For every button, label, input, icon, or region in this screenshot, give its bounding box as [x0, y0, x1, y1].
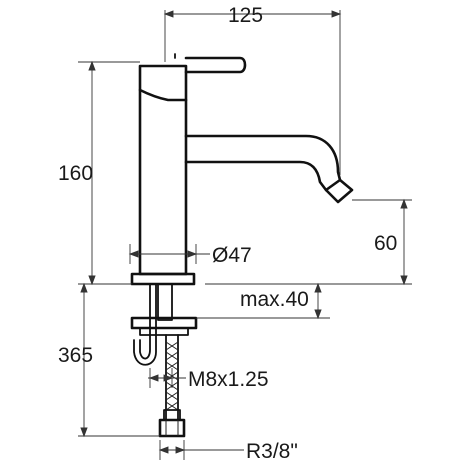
hose-nut	[158, 418, 186, 438]
left-hose	[133, 283, 157, 366]
base-collar	[130, 272, 196, 286]
label-hose-length: 365	[58, 344, 93, 367]
label-hose-connection: R3/8"	[246, 440, 298, 463]
spout-outlet	[324, 178, 354, 204]
lever-handle	[184, 56, 247, 74]
label-stud-thread: M8x1.25	[188, 368, 269, 391]
label-spout-reach: 125	[228, 4, 263, 27]
label-base-diameter: Ø47	[212, 244, 252, 267]
label-spout-outlet-height: 60	[374, 232, 397, 255]
label-max-deck-thickness: max.40	[240, 288, 309, 311]
dimension-lines	[78, 10, 412, 460]
mounting-nut	[139, 327, 189, 336]
label-height-above-deck: 160	[58, 162, 93, 185]
spout	[184, 134, 342, 192]
dimension-labels: 125 160 60 Ø47 max.40 365 M8x1.25 R3/8"	[58, 4, 397, 463]
threaded-shank	[157, 283, 173, 321]
faucet-body	[130, 53, 354, 286]
mounting-assembly	[130, 283, 198, 438]
main-column	[138, 88, 188, 276]
handle-cap	[138, 64, 188, 102]
